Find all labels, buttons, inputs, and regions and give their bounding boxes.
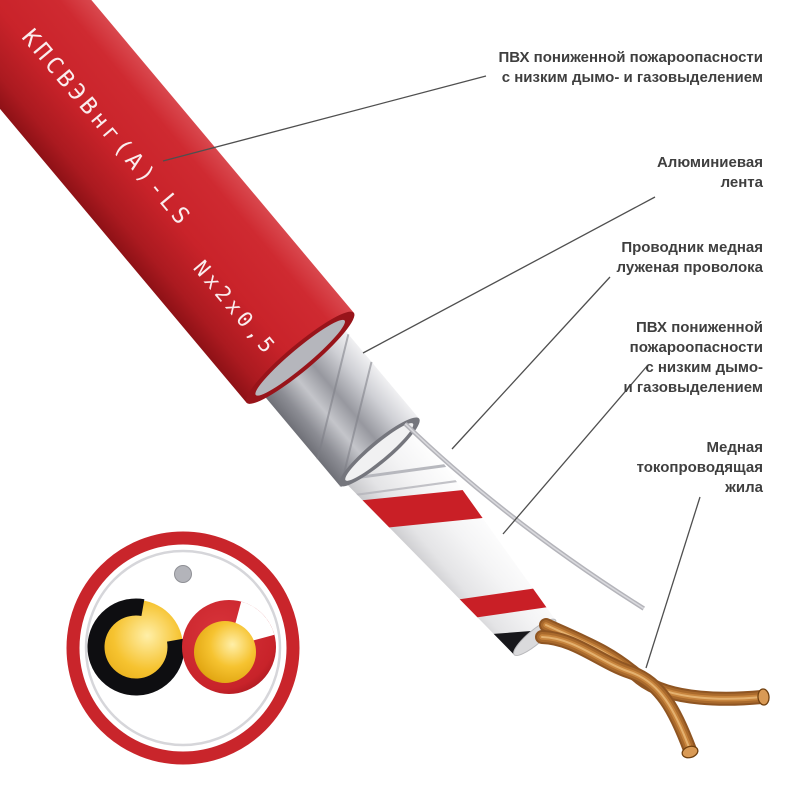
label-line: ПВХ пониженной	[635, 319, 763, 336]
label-copper-conductor: Медная токопроводящая жила	[637, 438, 763, 498]
jacket-cut-face-inner	[255, 319, 345, 396]
foil-seam	[339, 361, 373, 488]
label-line: с низким дымо-	[645, 359, 763, 376]
copper-wire-end-face	[757, 688, 770, 706]
label-line: лента	[720, 174, 763, 191]
label-line: с низким дымо- и газовыделением	[501, 69, 763, 86]
label-core-insulation: ПВХ пониженной пожароопасности с низким …	[624, 318, 764, 398]
label-line: луженая проволока	[616, 259, 764, 276]
label-line: Алюминиевая	[656, 154, 763, 171]
label-line: и газовыделением	[623, 379, 764, 396]
outer-jacket	[0, 0, 354, 403]
leader-line-drain-wire	[451, 276, 611, 450]
foil-cut-face-inner	[345, 423, 414, 481]
cross-section-foil-ring	[84, 549, 282, 747]
copper-wire-end-face	[681, 745, 699, 759]
label-line: пожароопасности	[629, 339, 763, 356]
cross-section	[66, 531, 300, 765]
drain-wire-highlight	[404, 423, 645, 610]
label-line: Медная	[706, 439, 763, 456]
label-outer-jacket: ПВХ пониженной пожароопасности с низким …	[498, 48, 763, 88]
black-conductor-insulation	[87, 598, 185, 696]
label-line: ПВХ пониженной пожароопасности	[498, 49, 763, 66]
copper-wire-bottom	[535, 630, 699, 759]
label-line: токопроводящая	[636, 459, 763, 476]
leader-lines	[162, 75, 701, 669]
red-helix-stripe	[355, 488, 499, 529]
foil-seam	[316, 334, 350, 460]
cross-section-red-conductor	[182, 600, 276, 694]
label-line: жила	[725, 479, 763, 496]
leader-line-copper	[645, 496, 701, 669]
leader-line-foil	[362, 196, 656, 354]
red-conductor-core	[194, 621, 256, 683]
cross-section-drain-wire	[174, 565, 192, 583]
cross-section-black-conductor	[87, 598, 185, 696]
label-aluminum-tape: Алюминиевая лента	[657, 153, 763, 193]
label-line: Проводник медная	[621, 239, 763, 256]
leader-line-insulation	[502, 364, 649, 535]
copper-conductors	[535, 618, 770, 759]
label-drain-wire: Проводник медная луженая проволока	[617, 238, 764, 278]
tinned-wire-wrap	[350, 478, 468, 497]
leader-line-jacket	[162, 75, 487, 162]
